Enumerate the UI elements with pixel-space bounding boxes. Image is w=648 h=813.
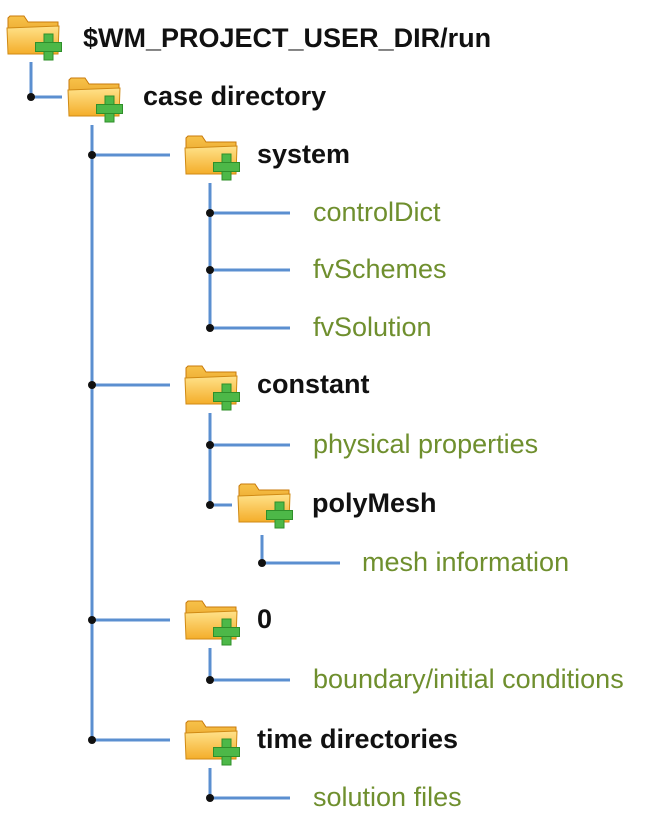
file-label-mesh-information: mesh information <box>362 547 570 577</box>
connector-root-case <box>29 62 62 99</box>
root-folder-label: $WM_PROJECT_USER_DIR/run <box>83 23 492 53</box>
zero-folder-plus-icon <box>184 600 240 646</box>
case-folder-label: case directory <box>143 81 327 111</box>
connector-time-solution <box>208 768 290 800</box>
connector-zero-boundary <box>208 648 290 682</box>
file-label-fvsolution: fvSolution <box>313 312 432 342</box>
root-folder-plus-icon <box>6 15 62 61</box>
time-folder-label: time directories <box>257 724 459 754</box>
tree-dots <box>27 93 266 802</box>
file-label-controldict: controlDict <box>313 197 441 227</box>
file-label-boundary-initial-conditions: boundary/initial conditions <box>313 664 624 694</box>
polymesh-folder-label: polyMesh <box>312 488 437 518</box>
system-folder-label: system <box>257 139 351 169</box>
connector-polymesh-mesh <box>260 535 340 565</box>
polymesh-folder-plus-icon <box>237 483 293 529</box>
system-folder-plus-icon <box>184 135 240 181</box>
file-label-fvschemes: fvSchemes <box>313 254 447 284</box>
time-folder-plus-icon <box>184 720 240 766</box>
constant-folder-plus-icon <box>184 365 240 411</box>
constant-folder-label: constant <box>257 369 370 399</box>
case-folder-plus-icon <box>67 77 123 123</box>
zero-folder-label: 0 <box>257 604 273 634</box>
file-label-physical-properties: physical properties <box>313 429 539 459</box>
file-label-solution-files: solution files <box>313 782 462 812</box>
